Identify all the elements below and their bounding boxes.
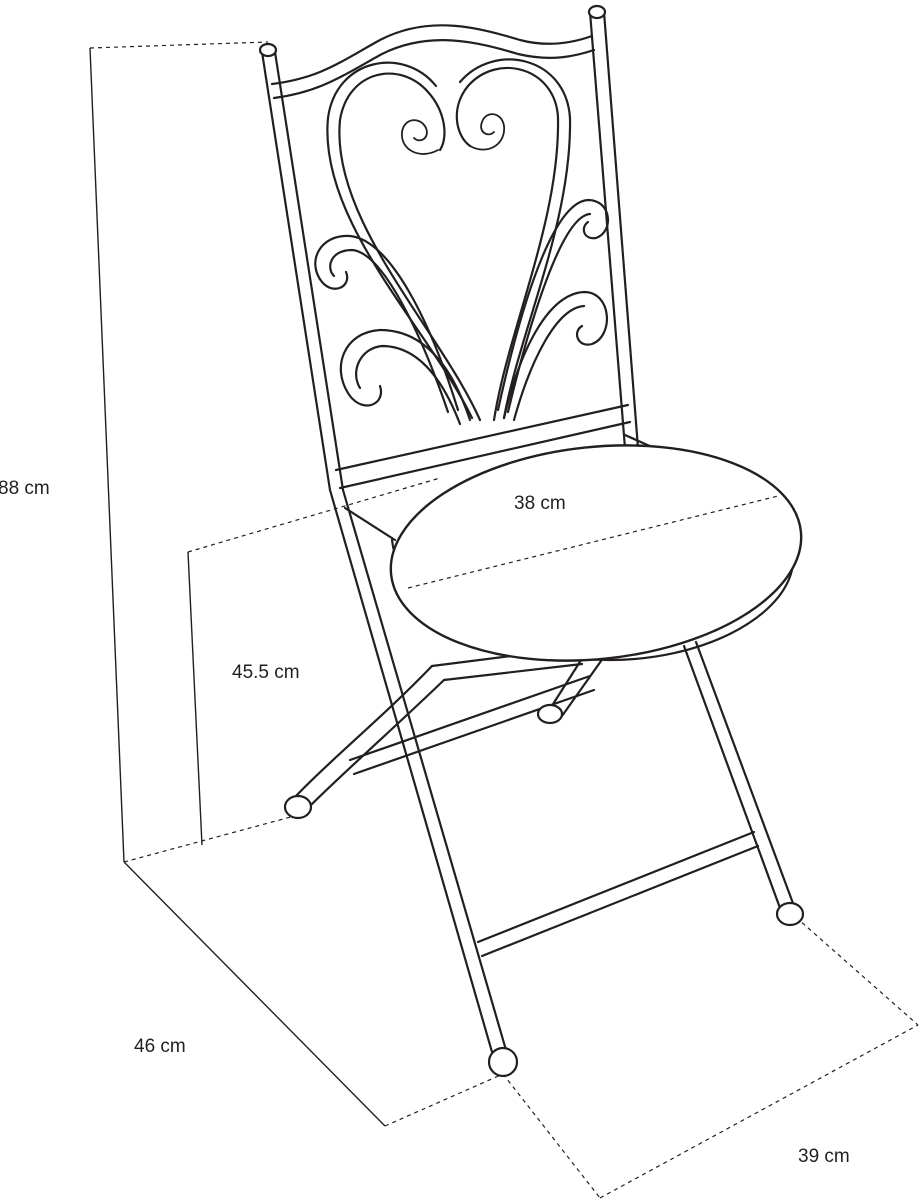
height-top-guide: [89, 41, 269, 49]
heart-right-swirl: [469, 113, 505, 151]
floor-back-guide: [123, 814, 299, 863]
seat-height-top-guide: [187, 477, 441, 553]
lower-stretcher-bottom: [480, 844, 760, 958]
heart-left-outer: [338, 72, 482, 422]
rear-cross-bar-top: [348, 674, 592, 762]
floor-front-guide: [384, 1073, 504, 1127]
heart-right-outer: [455, 66, 560, 422]
foot-front-right: [775, 901, 805, 927]
seat-height-dimension-line: [187, 551, 203, 846]
seat: [389, 444, 803, 662]
rear-right-leg-inner: [560, 652, 608, 718]
left-lower-scroll: [339, 328, 472, 422]
dimension-guides: [89, 41, 919, 1199]
width-dimension-line: [599, 1024, 919, 1199]
foot-front-left: [487, 1046, 519, 1078]
seat-bracket-left: [343, 506, 397, 542]
right-lower-scroll-inner: [512, 304, 586, 422]
lower-stretcher-top: [476, 830, 756, 944]
depth-label: 46 cm: [134, 1036, 186, 1057]
side-scrolls: [314, 198, 610, 426]
right-post-cap: [587, 4, 607, 20]
right-back-stile-inner: [602, 10, 640, 450]
foot-rear-right: [536, 703, 564, 725]
seat-top: [389, 444, 803, 662]
left-back-stile: [260, 50, 332, 492]
foot-rear-left: [283, 794, 313, 820]
heart-left-swirl: [401, 119, 439, 155]
width-right-guide: [789, 911, 919, 1026]
left-post-cap: [258, 42, 278, 58]
front-leg-left-inner: [341, 488, 508, 1052]
heart-right-outline: [458, 58, 572, 420]
seat-height-label: 45.5 cm: [232, 662, 300, 683]
right-upper-scroll: [496, 198, 610, 412]
left-upper-scroll: [314, 234, 460, 412]
front-leg-right-inner: [694, 640, 796, 908]
width-front-guide: [502, 1073, 601, 1199]
depth-dimension-line: [123, 861, 386, 1127]
top-crest-outer: [270, 24, 594, 86]
height-dimension-line: [89, 47, 125, 863]
right-back-stile: [588, 10, 627, 450]
heart-left-outline: [326, 61, 474, 420]
lower-back-rail-top: [334, 403, 630, 472]
rear-frame-top-inner: [442, 662, 584, 682]
heart-scrollwork: [326, 58, 572, 422]
rear-leg-inner: [308, 678, 446, 808]
top-crest-inner: [272, 39, 596, 100]
legs-and-supports: [283, 433, 805, 1078]
left-lower-scroll-inner: [355, 344, 462, 426]
backrest-frame: [258, 4, 640, 492]
front-leg-left-outer: [328, 488, 494, 1054]
left-upper-scroll-inner: [329, 248, 450, 414]
right-lower-scroll: [502, 290, 608, 420]
rear-leg-outer: [294, 664, 434, 798]
front-leg-right-outer: [682, 644, 782, 910]
lower-back-rail-bottom: [338, 420, 632, 490]
height-label: 88 cm: [0, 478, 50, 499]
seat-diameter-label: 38 cm: [514, 493, 566, 514]
left-back-stile-inner: [273, 50, 345, 492]
dimension-labels: 88 cm 45.5 cm 38 cm 46 cm 39 cm: [0, 478, 850, 1167]
width-label: 39 cm: [798, 1146, 850, 1167]
